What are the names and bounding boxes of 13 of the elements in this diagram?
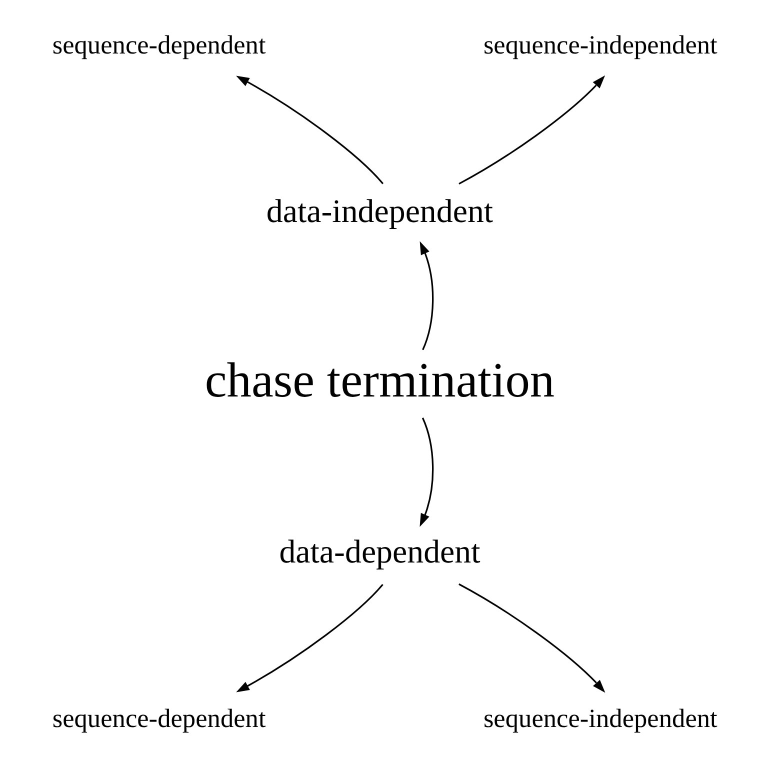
arrow [236, 583, 384, 692]
node-text: sequence-dependent [52, 704, 266, 733]
node-text: data-dependent [279, 534, 480, 570]
node-text: data-independent [266, 193, 494, 230]
arrow [420, 417, 434, 526]
node-text: sequence-independent [483, 704, 718, 733]
arrow [458, 74, 606, 184]
arrow [420, 240, 434, 350]
node-text: sequence-dependent [52, 30, 266, 59]
arrow [458, 582, 606, 692]
arrow [236, 75, 384, 184]
node-text: chase termination [204, 352, 555, 407]
node-text: sequence-independent [483, 30, 718, 59]
